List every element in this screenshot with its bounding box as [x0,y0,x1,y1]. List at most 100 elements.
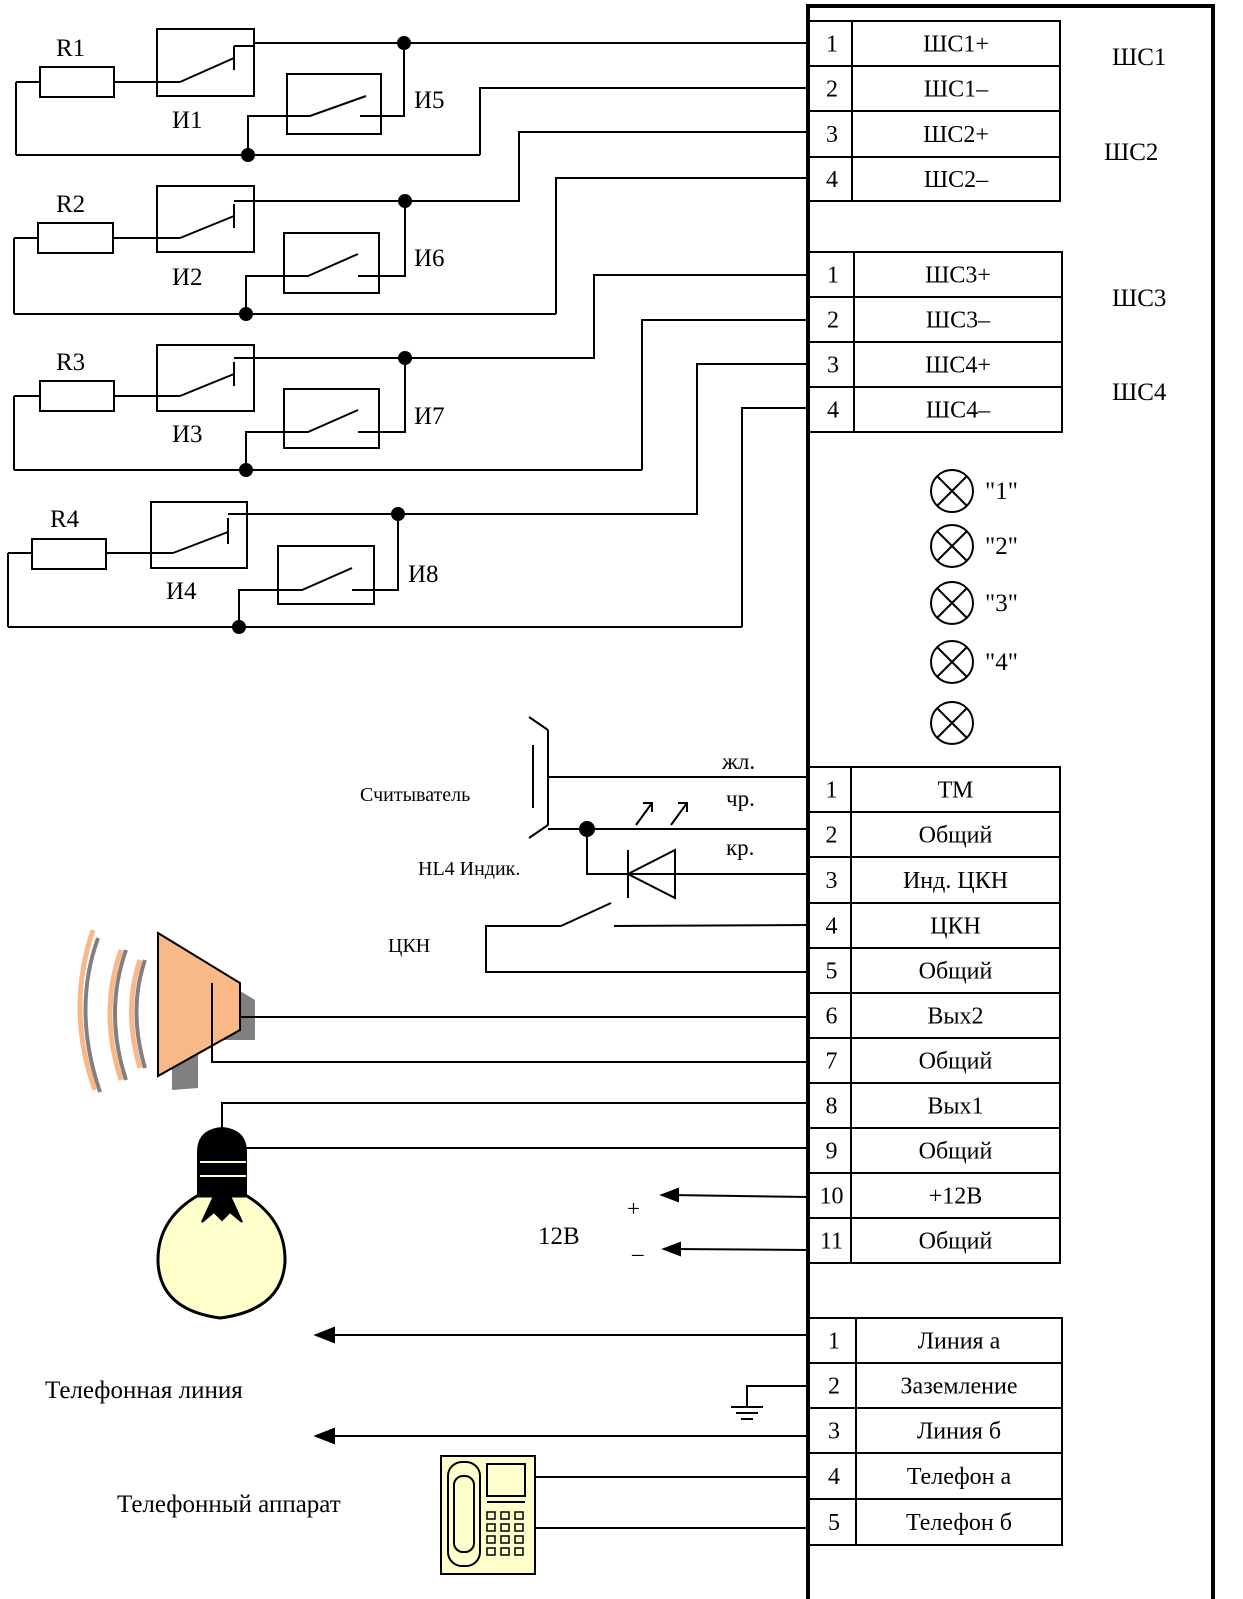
terminal-label: Телефон а [907,1464,1012,1490]
terminal-label: Инд. ЦКН [903,868,1008,894]
terminal-label: Линия а [918,1329,1001,1355]
switch-icon [283,232,380,294]
terminal-row: 11 Общий [807,1217,1061,1264]
terminal-row: 1 Линия а [807,1317,1063,1364]
terminal-label: Общий [919,1049,993,1075]
switch-icon [156,28,255,97]
terminal-row: 3 ШС2+ [807,110,1061,158]
resistor-label-r2: R2 [56,191,85,218]
resistor-icon [37,222,114,254]
terminal-label: ШС4+ [925,353,991,379]
terminal-number: 9 [826,1139,838,1165]
speaker-icon [77,929,255,1093]
terminal-label: +12В [929,1184,983,1210]
device-enclosure [806,4,1215,1599]
light-bulb-icon [156,1126,287,1320]
indicator-lamp-icon [930,524,974,568]
terminal-row: 1 ШС1+ [807,20,1061,67]
indicator-label-1: "1" [985,478,1018,505]
terminal-label: Вых2 [927,1004,983,1030]
indicator-label-4: "4" [985,649,1018,676]
ckn-label: ЦКН [388,935,430,957]
terminal-number: 10 [820,1184,844,1210]
terminal-number: 1 [827,263,839,289]
indicator-label-2: "2" [985,533,1018,560]
terminal-label: Заземление [901,1374,1018,1400]
resistor-label-r1: R1 [56,35,85,62]
terminal-row: 5 Общий [807,947,1061,994]
terminal-number: 5 [826,959,838,985]
terminal-row: 3 Инд. ЦКН [807,856,1061,904]
terminal-label: ШС1– [924,77,989,103]
terminal-number: 3 [826,868,838,894]
reader-label: Считыватель [360,784,470,806]
sensor-label-i4: И4 [166,578,197,605]
hl4-label: HL4 Индик. [418,858,520,880]
loop-name-shs1: ШС1 [1112,44,1166,71]
telephone-icon [440,1455,536,1575]
sensor-label-i6: И6 [414,245,445,272]
terminal-number: 2 [826,823,838,849]
terminal-row: 1 ШС3+ [807,251,1063,298]
terminal-number: 2 [827,308,839,334]
switch-icon [277,545,375,605]
sensor-label-i2: И2 [172,264,203,291]
switch-icon [156,344,255,412]
terminal-number: 1 [826,32,838,58]
terminal-row: 4 ЦКН [807,902,1061,949]
power-label: 12В [538,1223,580,1250]
terminal-number: 3 [827,353,839,379]
resistor-icon [31,538,107,570]
terminal-label: ШС4– [926,398,991,424]
terminal-label: ШС2+ [923,122,989,148]
terminal-label: Общий [919,959,993,985]
terminal-number: 3 [828,1419,840,1445]
terminal-label: ШС1+ [923,32,989,58]
terminal-number: 4 [828,1464,840,1490]
loop-name-shs3: ШС3 [1112,285,1166,312]
terminal-label: ШС3+ [925,263,991,289]
terminal-number: 4 [826,167,838,193]
terminal-row: 9 Общий [807,1127,1061,1174]
terminal-label: Вых1 [927,1094,983,1120]
terminal-label: Общий [919,1139,993,1165]
resistor-label-r4: R4 [50,506,80,533]
loop-name-shs2: ШС2 [1104,139,1158,166]
terminal-label: ТМ [938,778,974,804]
led-diode-icon [625,848,676,900]
phone-set-label: Телефонный аппарат [117,1491,341,1518]
sensor-label-i5: И5 [414,87,445,114]
reader-wire-red: кр. [726,835,754,860]
arrow-icon [313,1427,335,1445]
terminal-label: ШС3– [926,308,991,334]
switch-icon [156,185,255,253]
terminal-number: 11 [820,1229,843,1255]
resistor-icon [39,66,115,98]
terminal-number: 1 [828,1329,840,1355]
terminal-number: 3 [826,122,838,148]
indicator-lamp-icon [930,640,974,684]
terminal-label: Общий [919,1229,993,1255]
sensor-label-i7: И7 [414,403,445,430]
light-arrows-icon [635,802,688,826]
terminal-label: ЦКН [930,914,981,940]
terminal-row: 10 +12В [807,1172,1061,1219]
terminal-row: 2 ШС3– [807,296,1063,343]
ckn-button-switch [613,924,809,927]
terminal-number: 4 [826,914,838,940]
terminal-row: 3 ШС4+ [807,341,1063,388]
indicator-lamp-icon [930,581,974,625]
switch-icon [150,501,248,569]
power-plus-label: + [627,1196,640,1221]
